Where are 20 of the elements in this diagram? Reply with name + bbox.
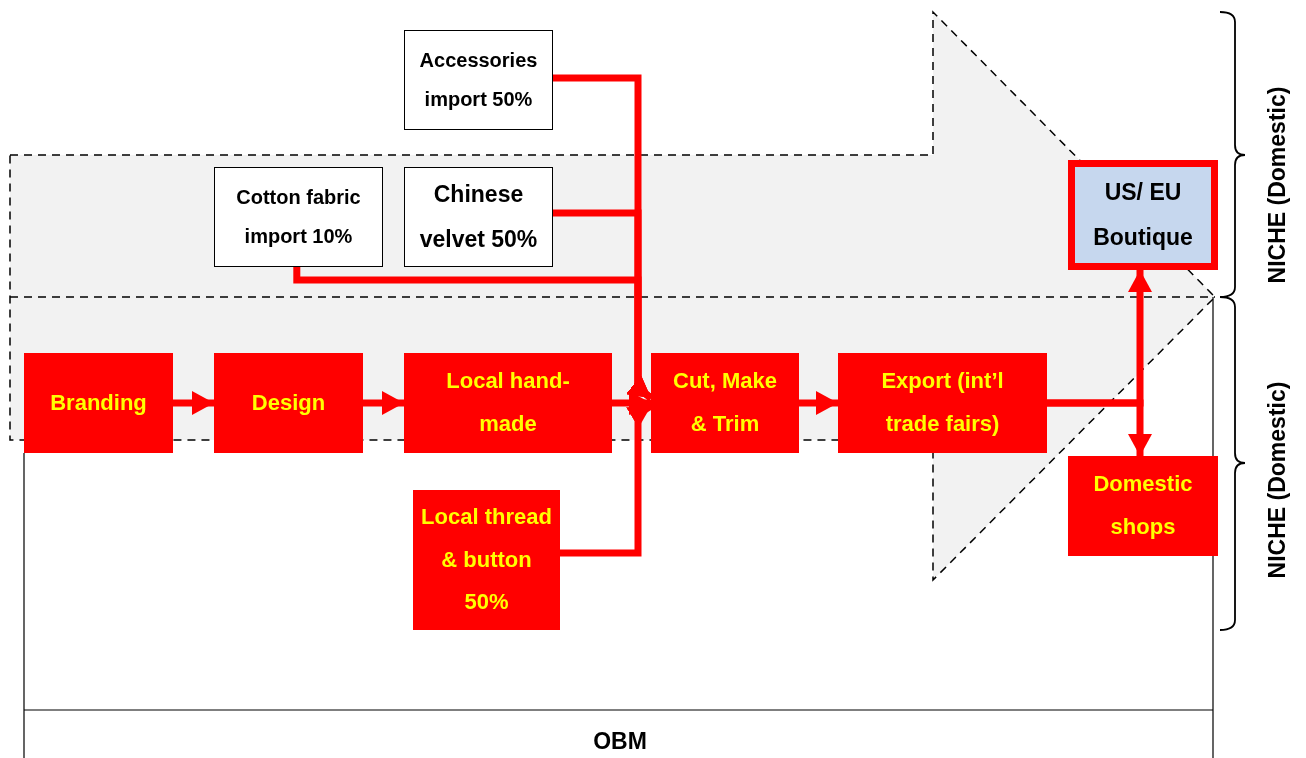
process-box: Chinese velvet 50% <box>404 167 553 267</box>
process-box: Cotton fabric import 10% <box>214 167 383 267</box>
process-box: Branding <box>24 353 173 453</box>
brace-label: NICHE (Domestic) <box>1263 381 1291 579</box>
arrow <box>560 403 653 557</box>
arrow <box>363 391 404 415</box>
process-box: Design <box>214 353 363 453</box>
process-box: Cut, Make & Trim <box>651 353 799 453</box>
process-box: Accessories import 50% <box>404 30 553 130</box>
arrow <box>1047 399 1152 456</box>
process-box: Export (int’l trade fairs) <box>838 353 1047 453</box>
frame-label: OBM <box>593 727 647 755</box>
process-box: Local hand-made <box>404 353 612 453</box>
process-box: US/ EU Boutique <box>1068 160 1218 270</box>
process-box: Domestic shops <box>1068 456 1218 556</box>
arrow <box>799 391 838 415</box>
arrow <box>612 391 651 415</box>
brace-label: NICHE (Domestic) <box>1263 86 1291 284</box>
arrow <box>173 391 214 415</box>
process-box: Local thread & button 50% <box>413 490 560 630</box>
